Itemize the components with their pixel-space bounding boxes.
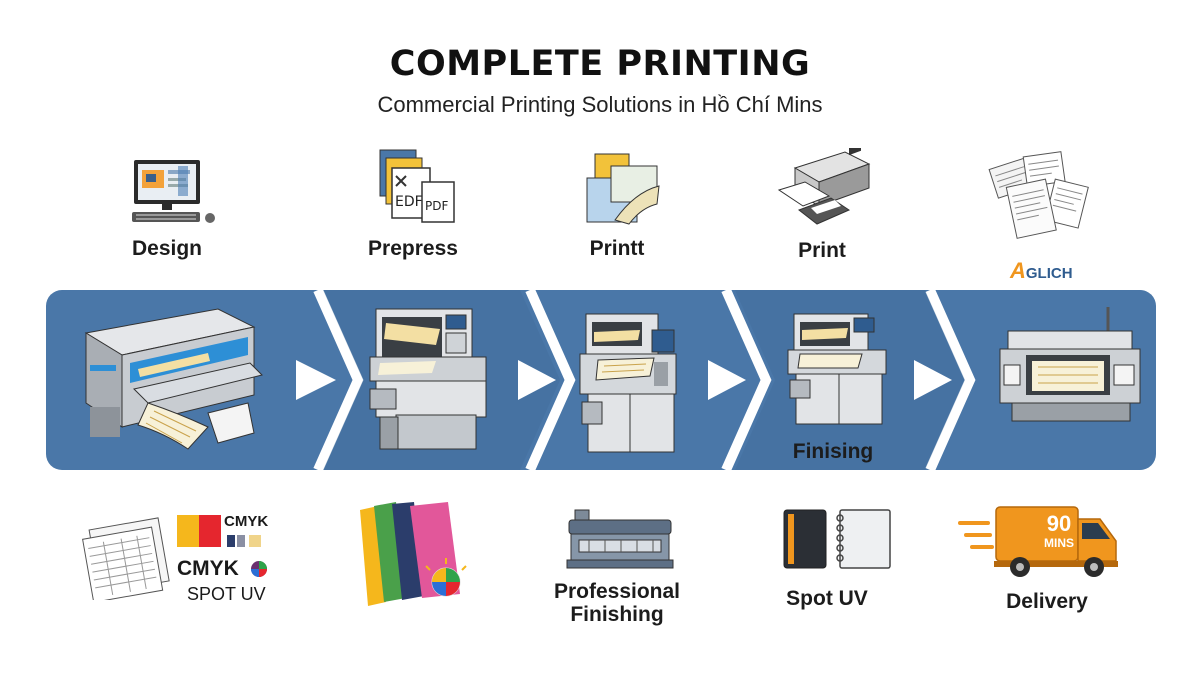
spot-uv-small-label: SPOT UV [187, 584, 266, 604]
computer-monitor-icon [132, 160, 215, 223]
cmyk-label-top: CMYK [224, 513, 269, 530]
arrow-icon [518, 360, 556, 400]
brand-logo: AGLICH [1010, 258, 1073, 284]
paper-swatch-stack-icon [360, 502, 467, 606]
step-label-printt: Printt [589, 237, 645, 260]
logo-letter: A [1010, 258, 1026, 283]
delivery-badge-unit: MINS [1044, 536, 1074, 550]
finishing-label-line1: Professional [553, 580, 681, 603]
page-subtitle: Commercial Printing Solutions in Hồ Chí … [377, 92, 823, 117]
cmyk-label: CMYK [177, 557, 239, 580]
proof-sheets-icon [82, 517, 170, 600]
band-label-finishing: Finising [792, 440, 874, 463]
spot-uv-label: Spot UV [786, 587, 868, 610]
roll-printer-icon [999, 307, 1141, 422]
paper-sheets-icon [586, 153, 660, 225]
color-wheel-icon [251, 561, 267, 577]
arrow-icon [296, 360, 336, 400]
scattered-documents-icon [988, 151, 1089, 239]
finishing-press-icon [787, 313, 887, 425]
digital-press-icon [579, 313, 677, 453]
offset-press-icon [369, 308, 487, 450]
step-label-prepress: Prepress [368, 237, 458, 260]
finishing-label-line2: Finishing [570, 603, 664, 626]
delivery-van-icon [958, 506, 1118, 577]
laminator-machine-icon [566, 509, 674, 569]
delivery-label: Delivery [1006, 590, 1088, 613]
logo-text: GLICH [1025, 265, 1073, 282]
arrow-icon [708, 360, 746, 400]
notebooks-icon [783, 509, 891, 569]
step-label-design: Design [131, 237, 202, 260]
printer-icon [777, 148, 871, 225]
delivery-badge-number: 90 [1046, 511, 1072, 536]
page-title: COMPLETE PRINTING [389, 44, 811, 84]
arrow-icon [914, 360, 952, 400]
svg-text:EDF: EDF [395, 194, 423, 210]
cmyk-swatches-icon [177, 515, 261, 547]
step-label-print: Print [798, 239, 846, 262]
svg-text:PDF: PDF [425, 199, 448, 213]
large-format-printer-icon [84, 308, 263, 450]
pdf-documents-icon: EDF PDF [379, 149, 455, 223]
